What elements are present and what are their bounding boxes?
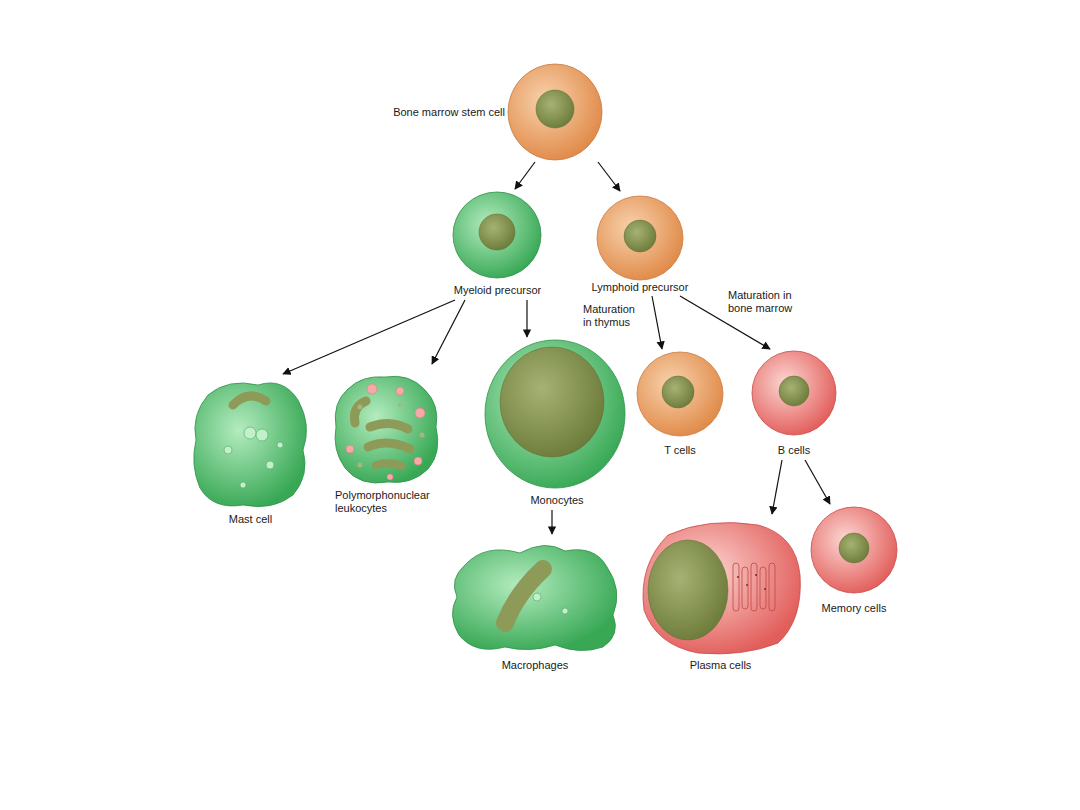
- cell-label: Lymphoid precursor: [585, 281, 695, 294]
- arrow-connector: [515, 162, 535, 189]
- cell-node: Plasma cells: [638, 515, 805, 677]
- cell-granule: [398, 403, 402, 407]
- cell-label: Macrophages: [445, 659, 625, 672]
- arrow-connector: [551, 510, 552, 534]
- cell-node: Monocytes: [482, 338, 634, 510]
- cell-label: Monocytes: [482, 494, 632, 507]
- ribosome-dot: [737, 576, 739, 578]
- plasma-cell: [643, 523, 800, 654]
- cell-granule: [266, 461, 274, 469]
- myeloid-cell: [453, 192, 541, 278]
- ribosome-dot: [755, 574, 757, 576]
- cell-nucleus: [839, 533, 869, 563]
- macrophage-cell: [452, 545, 616, 650]
- cell-label: Myeloid precursor: [440, 284, 555, 297]
- arrow-connector: [652, 296, 662, 349]
- cell-nucleus: [233, 396, 266, 405]
- arrow-connector: [805, 460, 830, 504]
- arrow-connector: [772, 460, 782, 514]
- endoplasmic-reticulum: [742, 567, 748, 609]
- endoplasmic-reticulum: [733, 563, 739, 611]
- cell-illustration: [445, 535, 625, 677]
- cell-granule: [240, 482, 246, 488]
- cell-node: Lymphoid precursor: [585, 192, 697, 296]
- cell-granule: [367, 384, 377, 394]
- cell-node: T cells: [635, 350, 727, 460]
- cell-granule: [358, 463, 363, 468]
- stem-cell: [508, 64, 602, 160]
- cell-label: B cells: [750, 444, 838, 457]
- cell-illustration: [585, 192, 695, 295]
- ribosome-dot: [764, 588, 766, 590]
- monocyte-cell: [485, 340, 625, 488]
- cell-granule: [358, 405, 363, 410]
- cell-granule: [256, 429, 268, 441]
- cell-granule: [387, 474, 393, 480]
- cell-illustration: [188, 375, 313, 530]
- mast-cell: [194, 383, 307, 507]
- cell-nucleus: [624, 220, 656, 252]
- arrow-connector: [283, 300, 455, 374]
- cell-nucleus: [662, 376, 694, 408]
- cell-granule: [224, 446, 232, 454]
- cell-granule: [346, 445, 354, 453]
- cell-node: Bone marrow stem cell: [385, 62, 605, 162]
- cell-granule: [420, 433, 425, 438]
- cell-nucleus: [505, 569, 543, 623]
- cell-nucleus: [500, 347, 604, 457]
- cell-nucleus: [368, 443, 410, 449]
- endoplasmic-reticulum: [751, 563, 757, 611]
- cell-label: Memory cells: [808, 602, 900, 615]
- cell-granule: [244, 427, 256, 439]
- cell-node: Macrophages: [445, 535, 627, 677]
- cell-granule: [414, 457, 422, 465]
- pmn-cell: [335, 376, 438, 483]
- cell-granule: [562, 608, 568, 614]
- endoplasmic-reticulum: [769, 563, 775, 611]
- cell-granule: [533, 593, 541, 601]
- cell-node: Myeloid precursor: [440, 190, 557, 300]
- arrow-connector: [526, 300, 527, 337]
- arrow-connector: [598, 162, 620, 191]
- endoplasmic-reticulum: [760, 567, 766, 609]
- ribosome-dot: [746, 584, 748, 586]
- cell-illustration: [440, 190, 555, 300]
- edge-label: Maturation in bone marrow: [728, 289, 803, 315]
- cell-nucleus: [779, 376, 809, 406]
- cell-granule: [415, 408, 425, 418]
- lymphoid-cell: [597, 196, 683, 280]
- cell-nucleus: [376, 463, 402, 466]
- cell-nucleus: [354, 401, 366, 423]
- cell-label: Bone marrow stem cell: [387, 106, 505, 119]
- edge-label: Maturation in thymus: [583, 303, 645, 329]
- cell-label: Polymorphonuclear leukocytes: [335, 489, 435, 515]
- cell-nucleus: [648, 540, 728, 640]
- arrow-connector: [432, 300, 465, 364]
- b-cell: [752, 351, 836, 435]
- cell-illustration: [638, 515, 803, 677]
- cell-granule: [277, 442, 283, 448]
- cell-label: Plasma cells: [638, 659, 803, 672]
- t-cell: [637, 352, 723, 436]
- cell-illustration: [482, 338, 632, 510]
- cell-node: B cells: [750, 350, 840, 460]
- cell-node: Mast cell: [188, 375, 315, 530]
- cell-nucleus: [479, 214, 515, 250]
- cell-illustration: [750, 350, 838, 460]
- cell-node: Polymorphonuclear leukocytes: [330, 365, 445, 525]
- cell-illustration: [635, 350, 725, 460]
- cell-nucleus: [370, 423, 408, 429]
- cell-node: Memory cells: [808, 505, 902, 625]
- cell-label: T cells: [635, 444, 725, 457]
- cell-label: Mast cell: [188, 513, 313, 526]
- cell-nucleus: [536, 90, 574, 128]
- cell-granule: [396, 387, 404, 395]
- memory-cell: [811, 507, 897, 593]
